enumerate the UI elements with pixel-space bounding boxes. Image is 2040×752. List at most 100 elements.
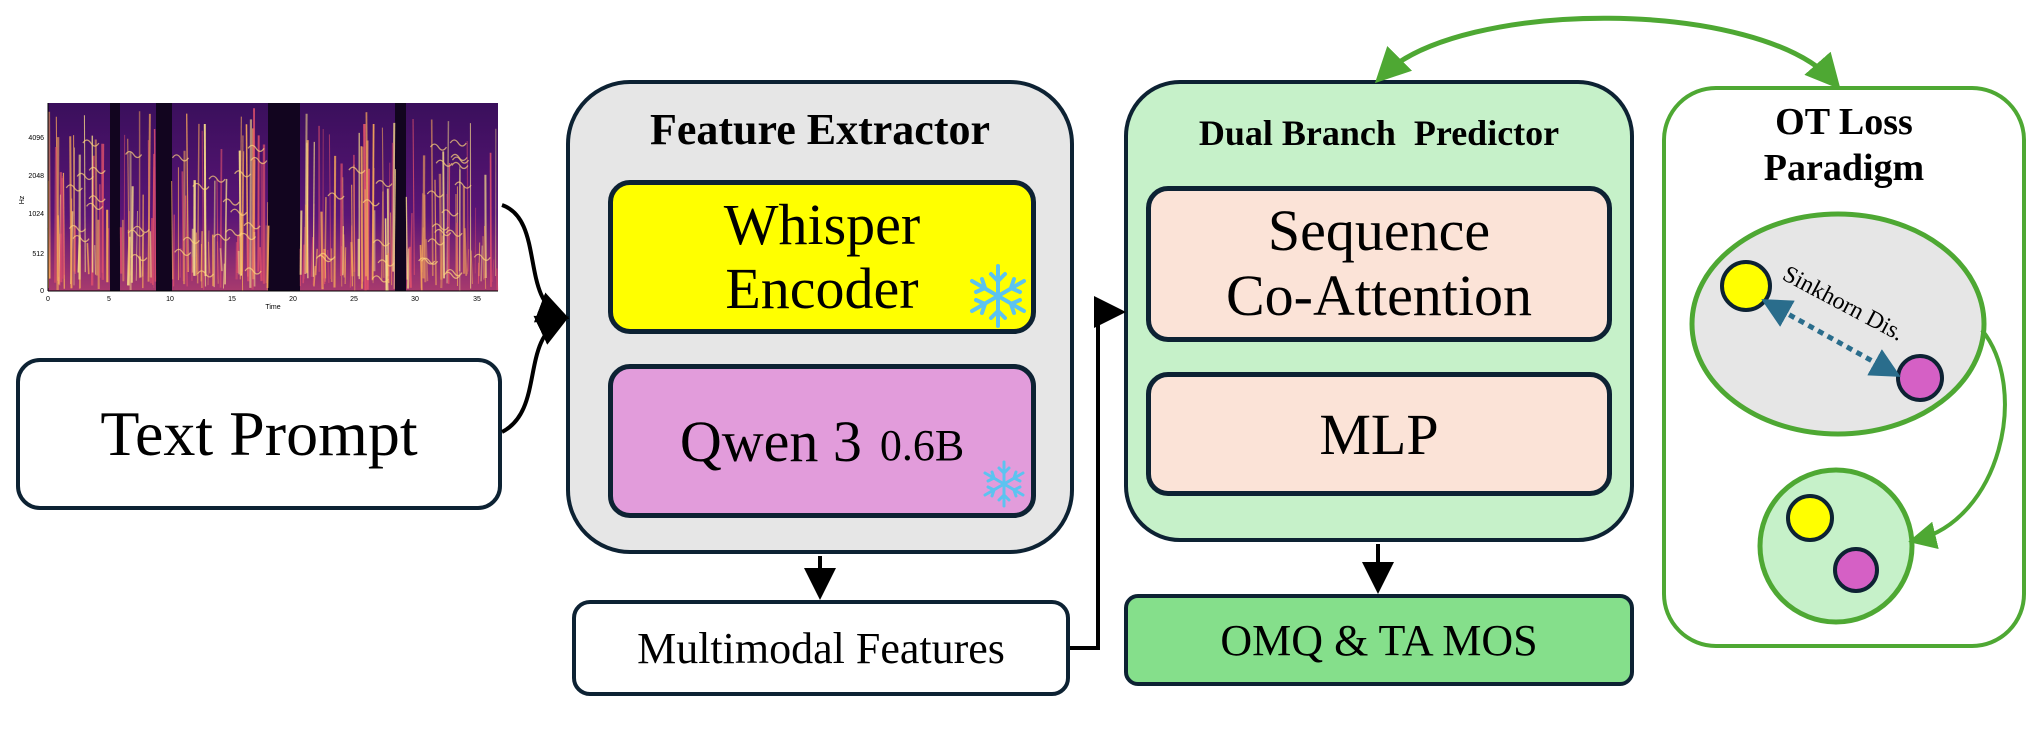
qwen-name: Qwen 3 [679,408,862,474]
spectrogram-harmonic [130,254,148,262]
spectrogram-harmonic [426,190,444,198]
spec-ytick: 4096 [28,135,44,142]
spectrogram-streak [408,246,412,288]
spectrogram-harmonic [72,235,90,243]
spectrogram-harmonic [371,275,389,283]
spectrogram-streak [127,229,131,276]
spectrogram-streak [384,218,388,291]
pink-dot [1896,354,1944,402]
spectrogram-harmonic [431,223,450,231]
spectrogram-streak [260,162,264,281]
spectrogram-silence [268,103,300,291]
spectrogram-streak [241,135,244,274]
ot-loss-title-line1: OT Loss [1775,101,1913,143]
spectrogram-harmonic [473,253,491,262]
spec-xtick: 5 [107,296,111,303]
spectrogram-streak [314,248,318,276]
spectrogram-streak [393,169,396,289]
spectrogram-streak [310,237,314,277]
dual-branch-predictor-title: Dual Branch Predictor [1198,113,1560,153]
spectrogram-streak [492,259,495,282]
spectrogram-harmonic [445,229,463,237]
arrow-text-prompt-to-extractor [501,315,570,434]
spectrogram-streak [360,146,363,289]
text-prompt-box: Text Prompt [16,358,502,510]
spectrogram-streak [251,238,255,290]
arrow-features-to-predictor [1070,296,1126,650]
spectrogram-streak [249,119,253,288]
spectrogram-harmonic [348,166,366,174]
snowflake-icon [983,460,1025,508]
multimodal-features-label: Multimodal Features [637,623,1005,673]
spectrogram-streak [302,244,306,284]
spectrogram-streak [333,155,337,288]
sequence-co-attention-box: Sequence Co-Attention [1146,186,1612,342]
spec-ytick: 2048 [28,173,44,180]
spectrogram-streak [266,225,270,289]
omq-ta-mos-label: OMQ & TA MOS [1220,615,1538,665]
spectrogram-harmonic [434,228,452,237]
spectrogram-harmonic [441,209,459,217]
spectrogram-streak [153,128,157,282]
spec-xaxis-label: Time [265,304,280,311]
spectrogram-streak [130,186,134,283]
spec-xtick: 0 [46,296,50,303]
whisper-encoder-box: Whisper Encoder [608,180,1036,334]
spectrogram-harmonic [86,202,104,211]
spectrogram-streak [252,159,256,276]
spec-xtick: 10 [166,296,174,303]
spectrogram-streak [448,163,451,284]
spectrogram-streak [353,164,356,291]
spectrogram-streak [305,204,308,273]
spectrogram-streak [239,116,242,280]
spectrogram-streak [412,119,415,275]
spectrogram-harmonic [192,182,210,191]
spectrogram-streak [149,231,152,278]
spectrogram-streak [69,136,73,289]
arrow-spectrogram-to-extractor [501,203,570,323]
spectrogram-harmonic [171,154,190,162]
spectrogram-streak [94,245,97,275]
whisper-encoder-line1: Whisper [723,192,921,258]
spectrogram-harmonic [327,192,345,200]
ot-loss-title-line2: Paradigm [1763,146,1925,189]
mlp-box: MLP [1146,372,1612,496]
spectrogram-streak [170,180,174,280]
spectrogram-streak [186,113,189,273]
spectrogram-harmonic [132,225,150,234]
spec-xtick: 20 [289,296,297,303]
spectrogram-streak [123,134,126,280]
spectrogram-harmonic [451,156,470,164]
spectrogram-streak [73,135,75,272]
spectrogram-streak [385,254,389,291]
spectrogram-streak [388,162,391,281]
spectrogram-harmonic [445,268,463,277]
spectrogram-streak [483,226,487,289]
spec-yaxis-label: Hz [19,195,26,204]
spectrogram-streak [353,154,356,272]
spectrogram-harmonic [429,143,448,151]
spectrogram-streak [152,153,155,285]
spectrogram-streak [59,233,62,286]
spectrogram-streak [359,200,362,285]
spectrogram-harmonic [222,198,240,206]
spectrogram-streak [470,250,473,284]
spectrogram-streak [200,231,204,282]
spectrogram-streak [313,265,317,287]
sequence-co-attention-line1: Sequence [1267,198,1491,264]
mlp-label: MLP [1319,401,1439,467]
spec-xtick: 15 [228,296,236,303]
spectrogram-streak [94,139,98,276]
spectrogram-streak [421,227,424,273]
spectrogram-streak [320,211,324,290]
spectrogram-streak [371,123,375,281]
arrow-predictor-ot-link [1374,15,1841,90]
ot-target-circle [1757,467,1915,625]
text-prompt-label: Text Prompt [100,398,418,469]
ot-source-ellipse [1689,211,1987,437]
spectrogram-streak [306,142,309,279]
spectrogram-streak [135,210,138,281]
spectrogram-harmonic [243,222,261,230]
spectrogram-harmonic [377,259,395,267]
